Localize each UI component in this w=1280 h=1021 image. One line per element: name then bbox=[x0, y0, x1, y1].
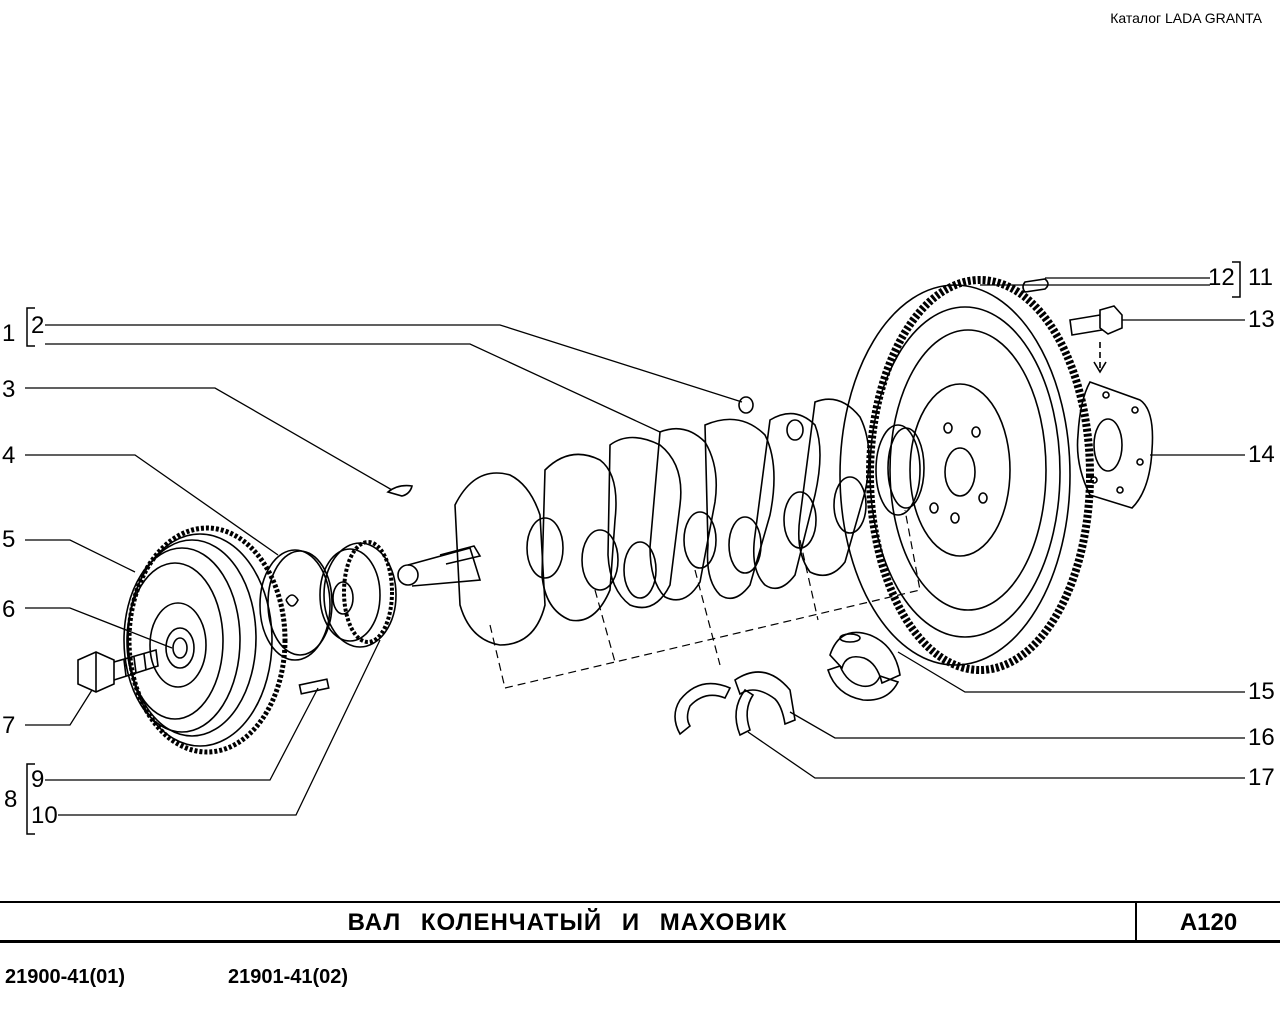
callout-11: 11 bbox=[1248, 264, 1273, 291]
callout-3: 3 bbox=[2, 376, 16, 403]
title-divider bbox=[1135, 903, 1137, 940]
washer bbox=[259, 549, 333, 661]
callout-14: 14 bbox=[1248, 441, 1275, 468]
callout-5: 5 bbox=[2, 526, 16, 553]
catalog-label: Каталог LADA GRANTA bbox=[1110, 10, 1262, 26]
callout-15: 15 bbox=[1248, 678, 1275, 705]
crankshaft bbox=[397, 396, 925, 689]
flywheel bbox=[839, 276, 1094, 674]
callout-4: 4 bbox=[2, 442, 16, 469]
callout-13: 13 bbox=[1248, 306, 1275, 333]
callout-17: 17 bbox=[1248, 764, 1275, 791]
title-bar: ВАЛ КОЛЕНЧАТЫЙ И МАХОВИК А120 bbox=[0, 901, 1280, 943]
callout-10: 10 bbox=[31, 802, 58, 829]
callout-1: 1 bbox=[2, 320, 16, 347]
group-brackets bbox=[26, 261, 1241, 835]
variant-code-2: 21901-41(02) bbox=[228, 966, 349, 988]
callout-6: 6 bbox=[2, 596, 16, 623]
variant-code-1: 21900-41(01) bbox=[5, 966, 126, 988]
exploded-parts-drawing bbox=[25, 261, 1245, 835]
timing-gear bbox=[319, 540, 397, 648]
callout-12: 12 bbox=[1208, 264, 1235, 291]
crank-pulley bbox=[123, 525, 288, 755]
main-bearing-shells bbox=[826, 631, 901, 701]
page-code: А120 bbox=[1179, 909, 1238, 936]
thrust-washers bbox=[674, 671, 796, 737]
callout-9: 9 bbox=[31, 766, 45, 793]
flywheel-bolt bbox=[1069, 305, 1123, 374]
callout-16: 16 bbox=[1248, 724, 1275, 751]
pulley-bolt bbox=[77, 648, 159, 693]
callout-2: 2 bbox=[31, 312, 45, 339]
washer-plate bbox=[1076, 381, 1154, 509]
callout-7: 7 bbox=[2, 712, 16, 739]
leader-lines bbox=[25, 277, 1245, 816]
page-title: ВАЛ КОЛЕНЧАТЫЙ И МАХОВИК bbox=[347, 909, 788, 936]
callout-8: 8 bbox=[4, 786, 18, 813]
